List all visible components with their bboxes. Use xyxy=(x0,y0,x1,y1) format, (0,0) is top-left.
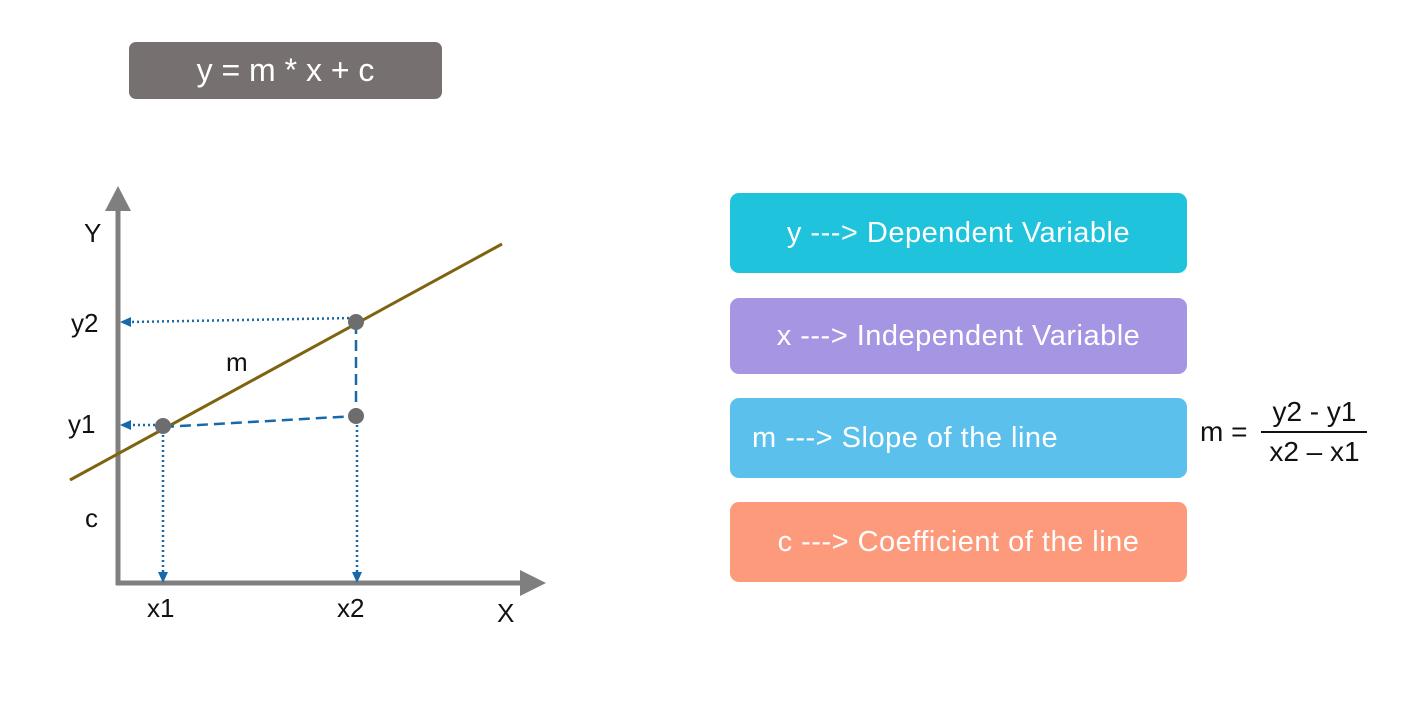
slope-formula: m = y2 - y1 x2 – x1 xyxy=(1200,396,1368,468)
point-x2-y2 xyxy=(348,314,364,330)
y1-projection-arrow xyxy=(120,420,131,430)
y2-label: y2 xyxy=(71,308,98,338)
x-axis-arrow xyxy=(520,570,546,596)
slope-formula-lhs: m = xyxy=(1200,416,1248,447)
legend-independent-variable: x ---> Independent Variable xyxy=(730,298,1187,374)
slope-m-label: m xyxy=(226,347,248,377)
x-axis-label: X xyxy=(497,598,514,628)
legend-slope: m ---> Slope of the line xyxy=(730,398,1187,478)
slope-denominator: x2 – x1 xyxy=(1269,436,1360,467)
point-x2-y1 xyxy=(348,408,364,424)
y2-projection-dotted xyxy=(129,316,355,324)
slope-numerator: y2 - y1 xyxy=(1272,396,1357,427)
fraction-bar xyxy=(1261,431,1368,433)
slope-fraction: y2 - y1 x2 – x1 xyxy=(1261,396,1368,467)
point-x1-y1 xyxy=(155,418,171,434)
y2-projection-arrow xyxy=(120,317,131,327)
x2-label: x2 xyxy=(337,593,364,623)
legend-dependent-variable: y ---> Dependent Variable xyxy=(730,193,1187,273)
intercept-c-label: c xyxy=(85,503,98,533)
y1-label: y1 xyxy=(68,409,95,439)
regression-line xyxy=(69,242,503,482)
x1-projection-arrow xyxy=(158,572,168,583)
y-axis-arrow xyxy=(105,186,131,211)
x1-label: x1 xyxy=(147,593,174,623)
slope-run-dashed xyxy=(162,414,357,429)
equation-banner: y = m * x + c xyxy=(129,42,442,99)
x2-projection-arrow xyxy=(352,572,362,583)
legend-coefficient: c ---> Coefficient of the line xyxy=(730,502,1187,582)
y-axis-label: Y xyxy=(84,218,101,248)
